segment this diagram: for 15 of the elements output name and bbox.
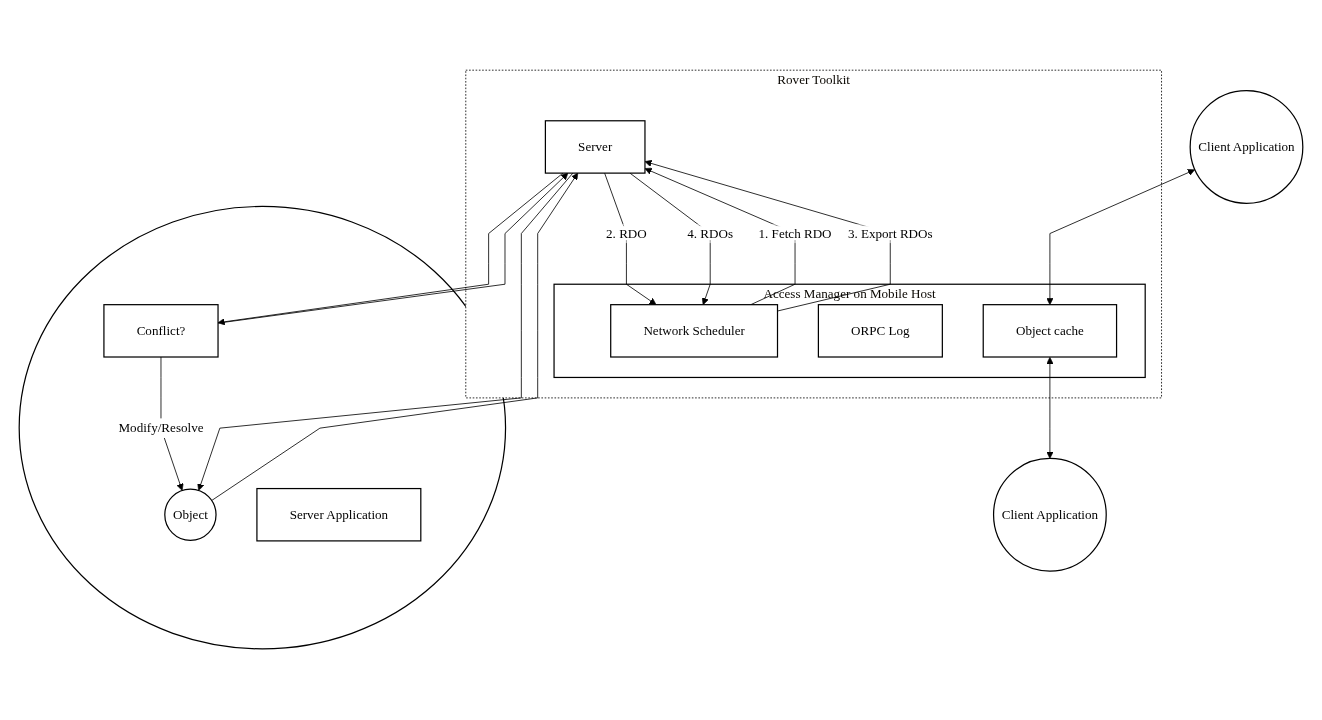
edge-label: 4. RDOs xyxy=(687,226,734,241)
edge-label: 3. Export RDOs xyxy=(847,226,933,241)
cluster xyxy=(18,206,507,650)
node-circle: Client Application xyxy=(1189,90,1304,205)
edge-label: Modify/Resolve xyxy=(118,421,204,436)
node-circle: Object xyxy=(164,489,217,542)
edge-label: 2. RDO xyxy=(606,226,647,241)
node-box: Network Scheduler xyxy=(610,304,779,359)
node-box: Server Application xyxy=(256,488,422,542)
edge-label: 1. Fetch RDO xyxy=(758,226,832,241)
node-box: Object cache xyxy=(982,304,1118,359)
node-box: Server xyxy=(544,120,646,175)
node-circle: Client Application xyxy=(992,458,1107,573)
node-box: Conflict? xyxy=(103,304,219,359)
node-box: ORPC Log xyxy=(817,304,943,359)
